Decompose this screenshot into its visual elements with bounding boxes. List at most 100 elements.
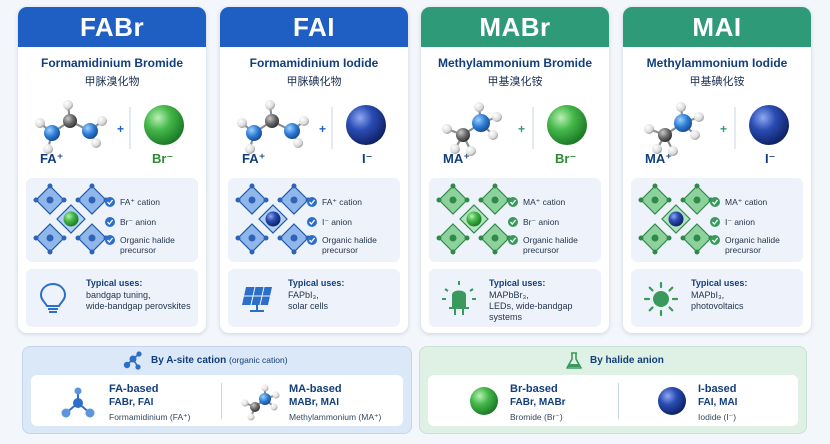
group-desc: Formamidinium (FA⁺): [109, 412, 191, 422]
check-icon: [105, 197, 115, 207]
panel-title: By A-site cation (organic cation): [151, 355, 288, 366]
iodide-sphere-icon: [658, 387, 686, 415]
molecule-network-icon: [123, 351, 142, 370]
svg-text:+: +: [117, 122, 124, 136]
compound-name-cn: 甲基碘化铵: [689, 76, 745, 88]
card-mai: MAI Methylammonium Iodide 甲基碘化铵 + MA⁺ I⁻: [623, 7, 811, 333]
card-fai: FAI Formamidinium Iodide 甲脒碘化物 + FA⁺ I⁻: [220, 7, 408, 333]
anion-group-panel: By halide anion Br-based FABr, MABr Brom…: [419, 346, 807, 434]
feature-anion: I⁻ anion: [307, 217, 352, 227]
cation-label: MA⁺: [645, 151, 673, 166]
uses-title: Typical uses:: [691, 278, 748, 288]
card-mabr: MABr Methylammonium Bromide 甲基溴化铵 + MA⁺ …: [421, 7, 609, 333]
perovskite-lattice-icon: [638, 183, 714, 255]
divider: [618, 383, 619, 419]
compound-name: Formamidinium Iodide: [249, 56, 379, 70]
group-members: FAI, MAI: [698, 397, 738, 408]
lightbulb-icon: [39, 282, 67, 313]
check-icon: [508, 217, 518, 227]
bromide-sphere-icon: [470, 387, 498, 415]
group-members: FABr, FAI: [109, 397, 154, 408]
svg-text:+: +: [319, 122, 326, 136]
group-desc: Methylammonium (MA⁺): [289, 412, 382, 422]
svg-text:+: +: [518, 122, 525, 136]
group-desc: Bromide (Br⁻): [510, 412, 563, 422]
check-icon: [307, 197, 317, 207]
uses-box: Typical uses: FAPbI₃,solar cells: [228, 269, 400, 327]
flask-icon: [566, 352, 582, 369]
check-icon: [508, 235, 518, 245]
card-fabr: FABr Formamidinium Bromide 甲脒溴化物 + FA⁺ B…: [18, 7, 206, 333]
uses-text: bandgap tuning,wide-bandgap perovskites: [86, 290, 191, 311]
card-title: MABr: [421, 7, 609, 47]
anion-label: I⁻: [765, 151, 776, 166]
feature-cation: MA⁺ cation: [508, 197, 565, 207]
panel-content: FA-based FABr, FAI Formamidinium (FA⁺) M…: [31, 375, 403, 426]
perovskite-lattice-icon: [235, 183, 311, 255]
ma-molecule-icon: +: [644, 102, 789, 156]
uses-box: Typical uses: MAPbBr₃,LEDs, wide-bandgap…: [429, 269, 601, 327]
compound-name-cn: 甲脒溴化物: [84, 76, 140, 88]
ma-molecule-icon: +: [442, 102, 587, 156]
solar-panel-icon: [242, 286, 272, 312]
check-icon: [710, 235, 720, 245]
feature-cation: FA⁺ cation: [105, 197, 160, 207]
anion-label: Br⁻: [555, 151, 577, 166]
feature-anion: Br⁻ anion: [105, 217, 156, 227]
uses-text: FAPbI₃,solar cells: [288, 290, 329, 311]
group-desc: Iodide (I⁻): [698, 412, 737, 422]
group-members: MABr, MAI: [289, 397, 339, 408]
ma-group-icon: [241, 384, 280, 421]
fa-molecule-icon: +: [35, 100, 184, 154]
check-icon: [307, 217, 317, 227]
check-icon: [710, 197, 720, 207]
anion-label: Br⁻: [152, 151, 174, 166]
led-icon: [442, 281, 476, 315]
cation-label: MA⁺: [443, 151, 471, 166]
card-title: FABr: [18, 7, 206, 47]
compound-name-cn: 甲脒碘化物: [286, 76, 342, 88]
cation-label: FA⁺: [242, 151, 266, 166]
compound-name: Methylammonium Bromide: [437, 56, 593, 70]
group-title: I-based: [698, 383, 737, 395]
group-members: FABr, MABr: [510, 397, 566, 408]
panel-title: By halide anion: [590, 355, 664, 366]
feature-cation: MA⁺ cation: [710, 197, 767, 207]
perovskite-lattice-icon: [33, 183, 109, 255]
card-title: MAI: [623, 7, 811, 47]
fa-group-icon: [61, 387, 95, 418]
feature-cation: FA⁺ cation: [307, 197, 362, 207]
group-title: Br-based: [510, 383, 558, 395]
group-title: FA-based: [109, 383, 159, 395]
ion-pair: + MA⁺ I⁻: [623, 93, 811, 171]
compound-name: Methylammonium Iodide: [646, 56, 788, 70]
check-icon: [710, 217, 720, 227]
group-title: MA-based: [289, 383, 342, 395]
uses-text: MAPbI₃,photovoltaics: [691, 290, 744, 311]
divider: [221, 383, 222, 419]
cation-label: FA⁺: [40, 151, 64, 166]
check-icon: [105, 235, 115, 245]
uses-title: Typical uses:: [489, 278, 546, 288]
card-title: FAI: [220, 7, 408, 47]
check-icon: [105, 217, 115, 227]
uses-box: Typical uses: MAPbI₃,photovoltaics: [631, 269, 803, 327]
uses-box: Typical uses: bandgap tuning,wide-bandga…: [26, 269, 198, 327]
uses-title: Typical uses:: [288, 278, 345, 288]
cation-group-panel: By A-site cation (organic cation) FA-bas…: [22, 346, 412, 434]
compound-name: Formamidinium Bromide: [40, 56, 183, 70]
feature-anion: I⁻ anion: [710, 217, 755, 227]
uses-title: Typical uses:: [86, 278, 143, 288]
feature-anion: Br⁻ anion: [508, 217, 559, 227]
perovskite-lattice-icon: [436, 183, 512, 255]
check-icon: [307, 235, 317, 245]
compound-name-cn: 甲基溴化铵: [487, 76, 543, 88]
